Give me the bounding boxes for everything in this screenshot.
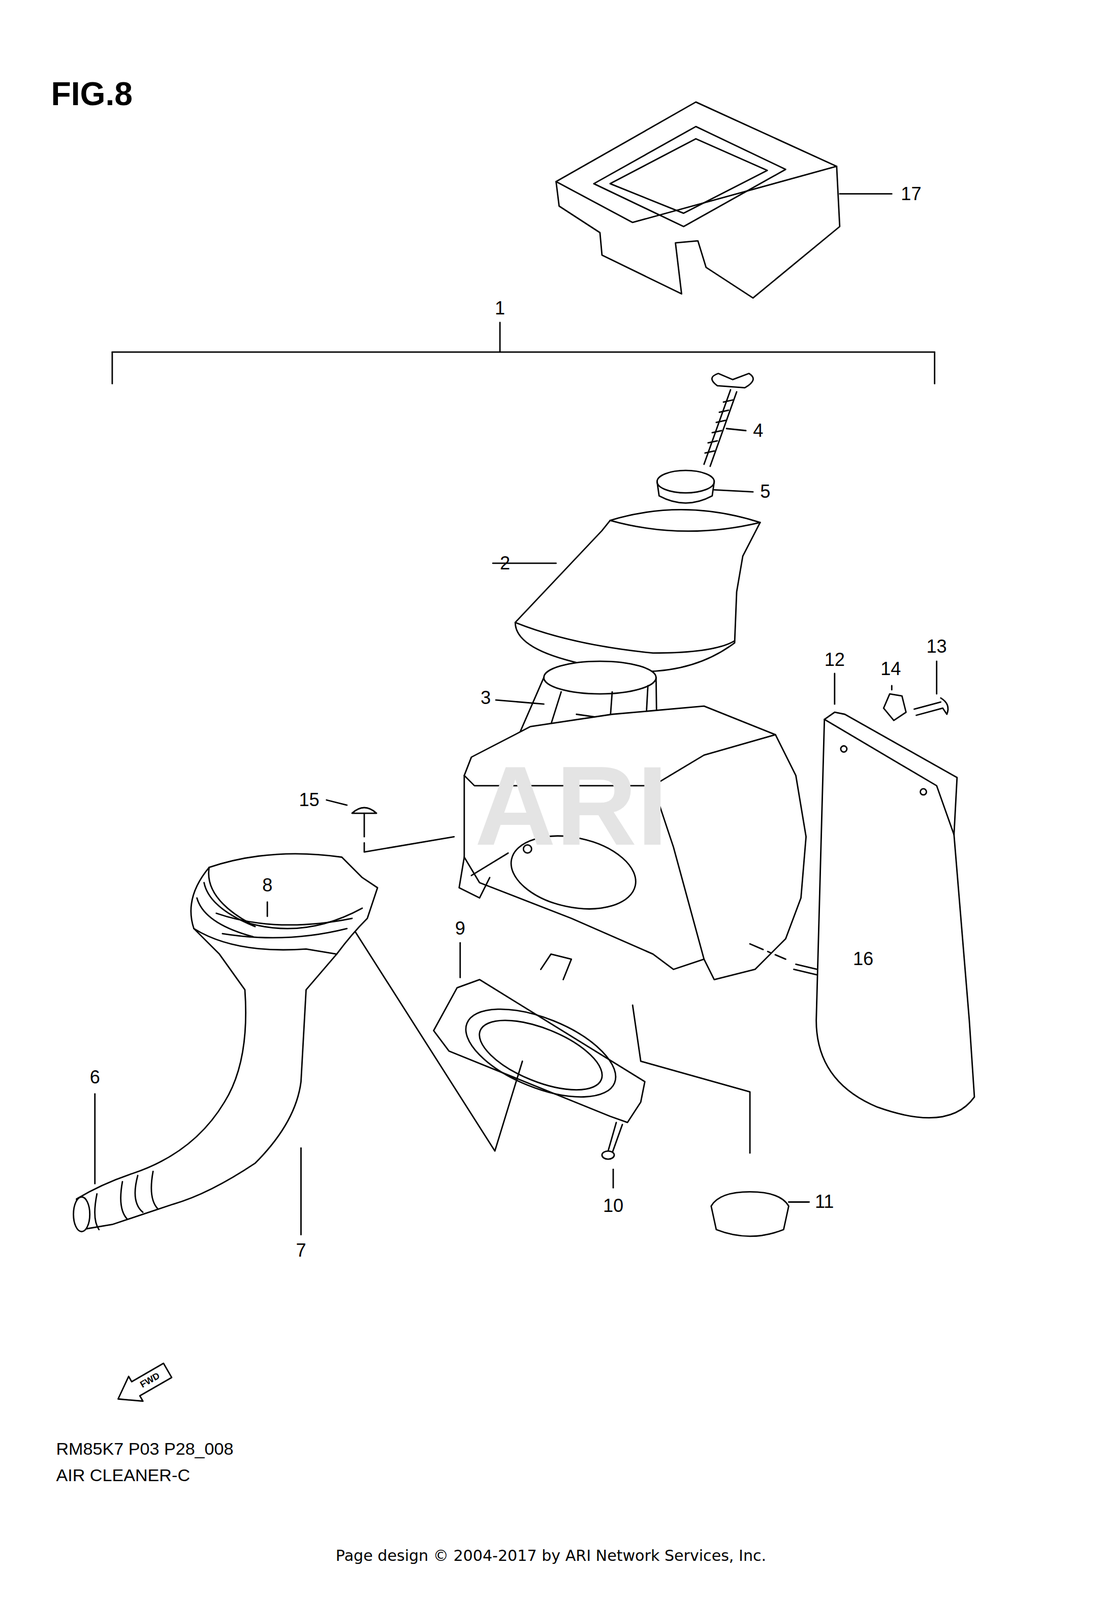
callout-number: 7 bbox=[295, 1241, 306, 1260]
callout-number: 12 bbox=[824, 650, 845, 670]
callout-number: 13 bbox=[926, 637, 947, 656]
callout-number: 8 bbox=[262, 876, 273, 895]
callout-number: 1 bbox=[494, 298, 505, 318]
callout-number: 6 bbox=[89, 1068, 101, 1087]
model-code: RM85K7 P03 P28_008 bbox=[55, 1440, 234, 1458]
callout-number: 4 bbox=[752, 421, 764, 440]
callout-number: 11 bbox=[814, 1192, 835, 1212]
callout-number: 9 bbox=[455, 919, 466, 938]
callout-number: 2 bbox=[499, 554, 511, 573]
callout-number: 5 bbox=[760, 482, 771, 501]
watermark: ARI bbox=[474, 749, 668, 863]
callout-number: 16 bbox=[853, 950, 874, 969]
callout-number: 15 bbox=[298, 790, 320, 809]
copyright-note: Page design © 2004-2017 by ARI Network S… bbox=[335, 1548, 767, 1564]
callout-number: 10 bbox=[603, 1196, 624, 1216]
callout-number: 3 bbox=[480, 688, 491, 708]
callout-number: 14 bbox=[880, 659, 901, 679]
figure-title: FIG.8 bbox=[50, 77, 133, 111]
callout-number: 17 bbox=[900, 184, 922, 204]
section-name: AIR CLEANER-C bbox=[55, 1466, 191, 1485]
